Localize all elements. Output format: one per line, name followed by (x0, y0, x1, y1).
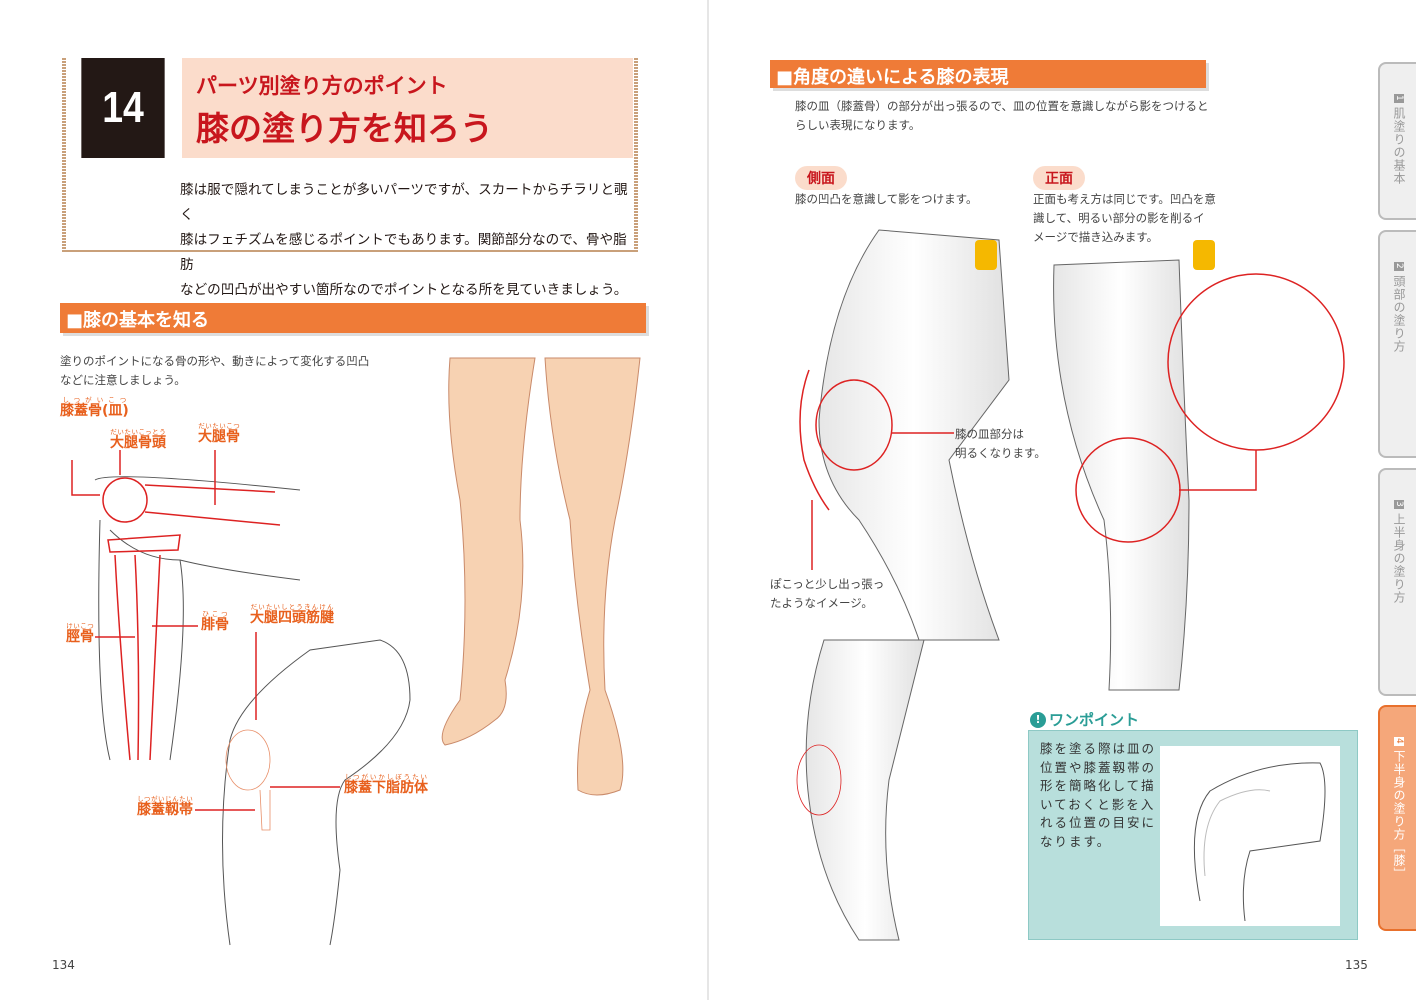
chapter-number: 14 (81, 58, 165, 158)
label-patella: 膝蓋骨(皿)しつがいこつ (60, 396, 129, 419)
label-fibula: 腓骨ひこつ (201, 610, 229, 633)
one-point-header: ! ワンポイント (1030, 709, 1139, 730)
side-tab-2[interactable]: 2 頭部の塗り方 (1378, 230, 1416, 458)
label-femur: 大腿骨だいたいこつ (198, 422, 240, 445)
tab-label: 上半身の塗り方 (1392, 512, 1406, 604)
side-tab-3[interactable]: 3 上半身の塗り方 (1378, 468, 1416, 696)
text-line: 膝の皿（膝蓋骨）の部分が出っ張るので、皿の位置を意識しながら影をつけると (795, 99, 1209, 113)
front-view-badge: 正面 (1033, 166, 1085, 190)
text-line: 明るくなります。 (955, 446, 1046, 460)
text-line: 膝を塗る際は皿の (1040, 741, 1157, 756)
exclamation-icon: ! (1030, 711, 1046, 728)
side-view-text: 膝の凹凸を意識して影をつけます。 (795, 192, 978, 206)
label-patellar-ligament: 膝蓋靱帯しつがいじんたい (137, 795, 193, 818)
side-view-badge: 側面 (795, 166, 847, 190)
intro-text: 膝は服で隠れてしまうことが多いパーツですが、スカートからチラリと覗く 膝はフェチ… (180, 178, 630, 303)
label-tibia: 脛骨けいこつ (66, 622, 94, 645)
tab-number: 2 (1394, 262, 1404, 271)
title-sub: パーツ別塗り方のポイント (196, 74, 448, 98)
tab-label: 頭部の塗り方 (1392, 274, 1406, 353)
page-number: 134 (52, 958, 75, 972)
tab-label: 下半身の塗り方［膝］ (1392, 749, 1406, 880)
intro-line: などの凹凸が出やすい箇所なのでポイントとなる所を見ていきましょう。 (180, 282, 628, 298)
intro-line: 膝は服で隠れてしまうことが多いパーツですが、スカートからチラリと覗く (180, 182, 628, 223)
page-title: 膝の塗り方を知ろう (196, 109, 493, 148)
tab-number: 1 (1394, 94, 1404, 103)
text-line: れる位置の目安に (1040, 815, 1157, 830)
text-line: いておくと影を入 (1040, 796, 1156, 812)
callout-bump: ぽこっと少し出っ張っ たようなイメージ。 (770, 575, 884, 613)
text-line: 位置や膝蓋靱帯の (1040, 759, 1157, 775)
text-line: 正面も考え方は同じです。凹凸を意 (1033, 192, 1216, 206)
book-spine (707, 0, 709, 1000)
section-header: ■角度の違いによる膝の表現 (770, 60, 1206, 88)
border-left (62, 58, 66, 253)
section-text: 塗りのポイントになる骨の形や、動きによって変化する凹凸 などに注意しましょう。 (60, 352, 369, 390)
section-header: ■膝の基本を知る (60, 303, 646, 333)
border-right (634, 58, 638, 253)
one-point-sketch (1160, 746, 1340, 926)
text-line: らしい表現になります。 (795, 118, 921, 132)
divider (66, 250, 634, 252)
text-line: たようなイメージ。 (770, 596, 873, 610)
text-line: 識して、明るい部分の影を削るイ (1033, 211, 1205, 225)
tab-number: 4 (1394, 737, 1404, 746)
text-line: 膝の皿部分は (955, 427, 1024, 441)
title-block: パーツ別塗り方のポイント 膝の塗り方を知ろう (182, 58, 633, 158)
label-femoral-head: 大腿骨頭だいたいこっとう (110, 428, 166, 451)
intro-line: 膝はフェチズムを感じるポイントでもあります。関節部分なので、骨や脂肪 (180, 232, 627, 273)
text-line: 形を簡略化して描 (1040, 778, 1156, 793)
page-number: 135 (1345, 958, 1368, 972)
tab-label: 肌塗りの基本 (1392, 106, 1406, 185)
side-tab-4-active[interactable]: 4 下半身の塗り方［膝］ (1378, 705, 1416, 931)
tab-number: 3 (1394, 500, 1404, 509)
section-text: 膝の皿（膝蓋骨）の部分が出っ張るので、皿の位置を意識しながら影をつけると らしい… (795, 97, 1209, 135)
knee-anatomy-illustration (71, 357, 641, 946)
text-line: なります。 (1040, 833, 1112, 849)
callout-bright-patella: 膝の皿部分は 明るくなります。 (955, 425, 1046, 463)
front-view-text: 正面も考え方は同じです。凹凸を意 識して、明るい部分の影を削るイ メージで描き込… (1033, 190, 1216, 247)
text-line: ぽこっと少し出っ張っ (770, 577, 885, 591)
one-point-text: 膝を塗る際は皿の 位置や膝蓋靱帯の 形を簡略化して描 いておくと影を入 れる位置… (1040, 740, 1156, 851)
side-tab-1[interactable]: 1 肌塗りの基本 (1378, 62, 1416, 220)
text-line: などに注意しましょう。 (60, 373, 186, 387)
label-infrapatellar-fat-pad: 膝蓋下脂肪体しつがいかしぼうたい (344, 773, 428, 796)
text-line: 塗りのポイントになる骨の形や、動きによって変化する凹凸 (60, 354, 370, 368)
one-point-title: ワンポイント (1049, 711, 1140, 729)
text-line: メージで描き込みます。 (1033, 230, 1159, 244)
label-quadriceps-tendon: 大腿四頭筋腱だいたいしとうきんけん (250, 603, 334, 626)
